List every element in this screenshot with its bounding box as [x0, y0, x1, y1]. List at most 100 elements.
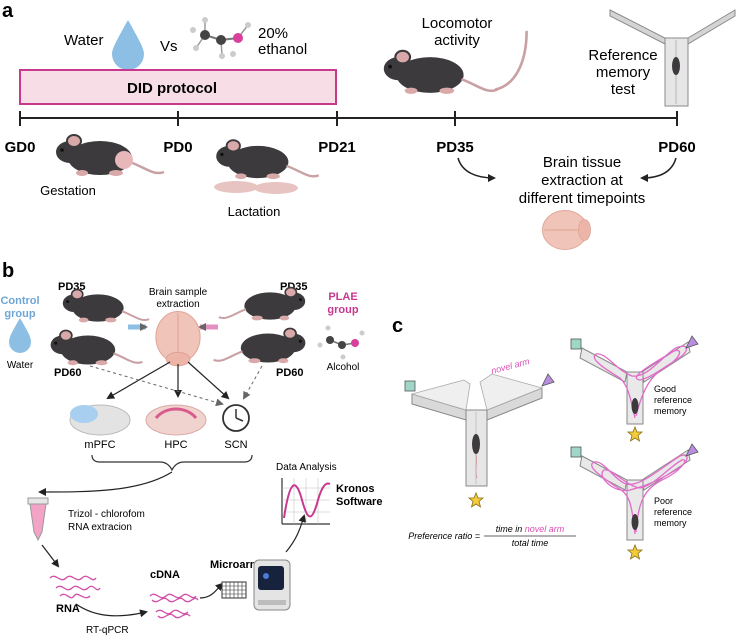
arrow-to-microarray	[199, 582, 224, 599]
brain-top-view-illustration	[542, 210, 591, 250]
panel-c-label: c	[392, 315, 403, 337]
timepoint-pd60: PD60	[658, 139, 696, 156]
good-memory-line1: Good	[654, 384, 676, 394]
panel-b-label: b	[2, 260, 14, 282]
preference-ratio-numerator: time in novel arm	[496, 524, 565, 534]
cdna-strand-icon	[149, 593, 199, 619]
brain-extraction-line2: extraction at	[541, 172, 624, 189]
panel-a-label: a	[2, 0, 14, 22]
star-start-icon-good	[627, 426, 643, 442]
arrow-pd60-to-extraction	[640, 157, 677, 182]
poor-memory-line2: reference	[654, 507, 692, 517]
timeline-ticks	[19, 111, 678, 126]
region-hpc: HPC	[164, 439, 187, 451]
arrow-to-trizol	[38, 471, 173, 496]
y-maze-illustration-a	[609, 9, 736, 107]
did-protocol-label: DID protocol	[127, 80, 217, 97]
timepoint-gd0: GD0	[5, 139, 36, 156]
mouse-pd35-right	[217, 286, 307, 322]
timepoint-pd35: PD35	[436, 139, 474, 156]
pd60-left-label: PD60	[54, 367, 82, 379]
star-start-icon-poor	[627, 544, 643, 560]
reference-label-line1: Reference	[588, 47, 657, 64]
arrow-to-data-analysis	[285, 514, 307, 553]
trizol-line2: RNA extracion	[68, 522, 132, 533]
water-drop-icon	[112, 20, 144, 70]
poor-memory-line1: Poor	[654, 496, 673, 506]
cdna-label: cDNA	[150, 569, 180, 581]
gestation-label: Gestation	[40, 183, 96, 198]
mouse-pd60-left	[49, 329, 144, 367]
dashed-arrow-control-to-scn	[89, 365, 224, 407]
lactation-label: Lactation	[228, 204, 281, 219]
brain-extraction-line1: Brain tissue	[543, 154, 621, 171]
star-start-icon	[468, 492, 484, 508]
kronos-line1: Kronos	[336, 483, 375, 495]
running-mouse-illustration	[382, 30, 528, 96]
control-group-line1: Control	[0, 295, 39, 307]
y-maze-poor-memory	[579, 449, 691, 541]
sinusoid-plot-icon	[281, 478, 331, 525]
vs-label: Vs	[160, 38, 178, 55]
microarray-chip-icon	[221, 581, 247, 599]
y-maze-novel-arm	[410, 373, 544, 487]
rna-label: RNA	[56, 603, 80, 615]
arrow-to-rna	[41, 544, 60, 568]
did-protocol-bar	[19, 69, 337, 105]
rtqpcr-label: RT-qPCR	[86, 625, 129, 636]
preference-ratio-denominator: total time	[512, 538, 549, 548]
ethanol-molecule-icon	[190, 17, 251, 59]
good-memory-line3: memory	[654, 406, 687, 416]
hpc-brain-illustration	[145, 404, 207, 436]
rna-strand-icon	[49, 575, 101, 599]
square-cue-icon	[404, 380, 416, 392]
timepoint-pd21: PD21	[318, 139, 356, 156]
mouse-pd60-right	[212, 327, 307, 365]
locomotor-label-line2: activity	[434, 32, 480, 49]
water-label: Water	[64, 32, 103, 49]
ethanol-label-line2: ethanol	[258, 41, 307, 58]
arrow-to-scn	[187, 361, 230, 400]
mpfc-brain-illustration	[69, 404, 131, 436]
dashed-arrow-plae-to-scn	[243, 365, 263, 400]
clock-icon	[222, 404, 250, 432]
poor-memory-line3: memory	[654, 518, 687, 528]
square-cue-icon-poor	[570, 446, 582, 458]
alcohol-label: Alcohol	[327, 362, 360, 373]
trizol-line1: Trizol - chlorofom	[68, 509, 145, 520]
water-label-b: Water	[7, 360, 34, 371]
control-group-line2: group	[4, 308, 35, 320]
ethanol-label-line1: 20%	[258, 25, 288, 42]
locomotor-label-line1: Locomotor	[422, 15, 493, 32]
arrow-pd35-to-extraction	[457, 157, 496, 182]
arrow-to-cdna	[75, 603, 148, 618]
triangle-cue-icon	[541, 373, 555, 387]
alcohol-molecule-icon	[317, 325, 365, 360]
plae-group-line2: group	[327, 304, 358, 316]
mouse-pd35-left	[61, 288, 151, 324]
kronos-line2: Software	[336, 496, 382, 508]
novel-arm-label: novel arm	[490, 356, 531, 376]
microarray-label: Microarray	[210, 559, 267, 571]
eppendorf-tube-icon	[27, 497, 49, 542]
pregnant-mouse-illustration	[54, 133, 166, 178]
brain-extraction-line3: different timepoints	[519, 190, 645, 207]
y-maze-good-memory	[579, 341, 691, 425]
reference-label-line3: test	[611, 81, 636, 98]
microarray-scanner-icon	[253, 559, 291, 611]
lactation-illustration	[214, 138, 320, 194]
timepoint-pd0: PD0	[163, 139, 192, 156]
region-mpfc: mPFC	[84, 439, 115, 451]
brain-sample-extraction-line1: Brain sample	[149, 287, 208, 298]
reference-label-line2: memory	[596, 64, 651, 81]
pd60-right-label: PD60	[276, 367, 304, 379]
brain-sample-extraction-line2: extraction	[156, 299, 199, 310]
region-scn: SCN	[224, 439, 247, 451]
plae-group-line1: PLAE	[328, 291, 357, 303]
square-cue-icon-good	[570, 338, 582, 350]
brain-sample-illustration	[155, 310, 201, 367]
preference-ratio-label: Preference ratio =	[408, 531, 480, 541]
regions-brace	[91, 454, 253, 472]
good-memory-line2: reference	[654, 395, 692, 405]
